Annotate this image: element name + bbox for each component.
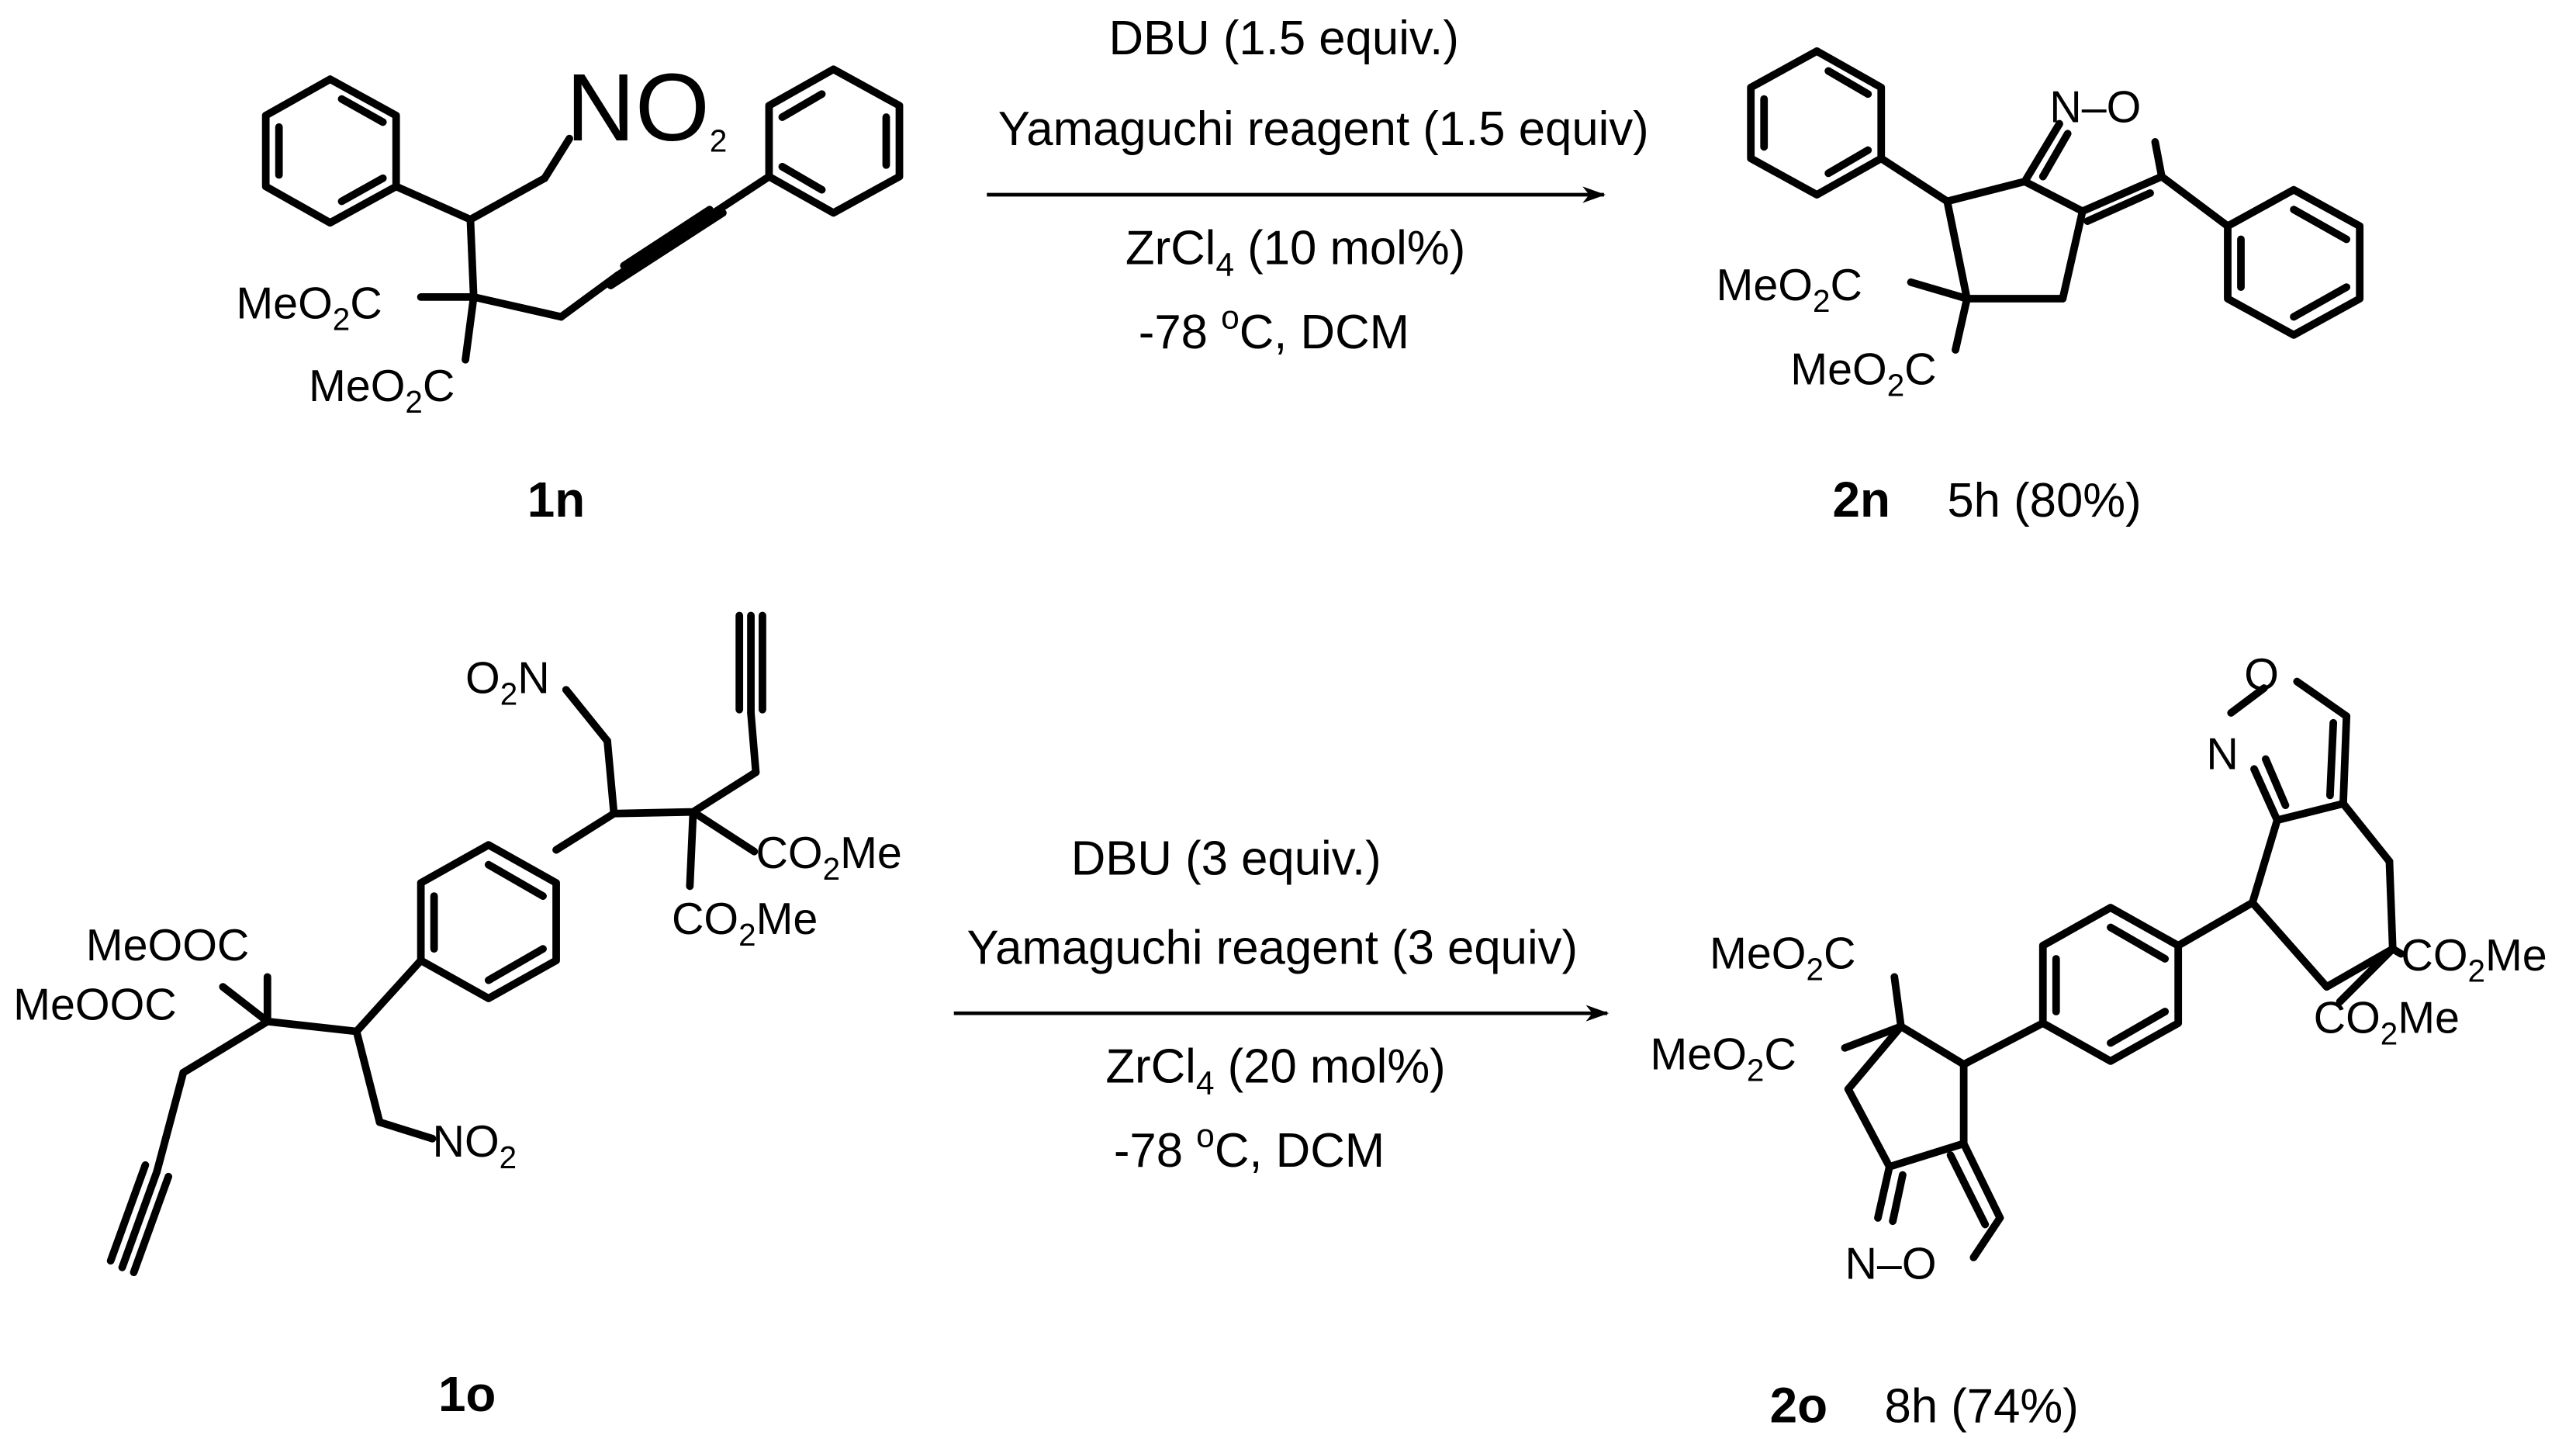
ester-label: MeO2C	[1710, 929, 1855, 988]
ester-label: MeO2C	[1650, 1029, 1796, 1088]
condition-catalyst: ZrCl4 (10 mol%)	[1125, 221, 1465, 283]
ring-nitrogen: N–O	[1845, 1240, 1936, 1289]
condition-catalyst: ZrCl4 (20 mol%)	[1105, 1040, 1445, 1102]
ring-nitrogen: N–O	[2049, 82, 2141, 132]
condition-reagent: Yamaguchi reagent (1.5 equiv)	[998, 102, 1649, 156]
product-2o-labels: O N MeO2C MeO2C CO2Me CO2Me N–O 2o 8h (7…	[1650, 650, 2547, 1434]
compound-id-1n: 1n	[527, 472, 585, 528]
ester-label: CO2Me	[2401, 931, 2547, 989]
benzene-ring	[2038, 904, 2183, 1065]
reaction-result: 5h (80%)	[1947, 474, 2141, 528]
ester-label: MeO2C	[309, 361, 455, 420]
condition-temperature: -78 oC, DCM	[1139, 299, 1409, 359]
ester-label: MeO2C	[1790, 345, 1936, 403]
condition-temperature: -78 oC, DCM	[1114, 1117, 1385, 1178]
ester-label: CO2Me	[2314, 994, 2460, 1052]
ester-label: MeOOC	[86, 921, 250, 970]
ester-label: CO2Me	[672, 894, 818, 953]
reaction-result: 8h (74%)	[1885, 1380, 2079, 1434]
nitro-group: NO2	[566, 54, 728, 161]
substrate-1n-labels: NO2 MeO2C MeO2C 1n	[236, 54, 727, 528]
phenyl-ring	[261, 75, 400, 227]
conditions-reaction-2: DBU (3 equiv.) Yamaguchi reagent (3 equi…	[953, 832, 1610, 1178]
compound-id-2n: 2n	[1833, 472, 1890, 528]
ester-label: MeO2C	[1717, 261, 1862, 319]
product-2n-structure	[1747, 47, 2364, 354]
condition-base: DBU (1.5 equiv.)	[1108, 12, 1458, 65]
nitro-group: NO2	[432, 1117, 517, 1175]
benzene-ring	[417, 841, 560, 1002]
compound-id-2o: 2o	[1770, 1378, 1827, 1434]
substrate-1n-structure	[261, 65, 904, 364]
ester-label: MeOOC	[13, 981, 177, 1030]
ring-nitrogen: N	[2206, 729, 2238, 779]
condition-base: DBU (3 equiv.)	[1071, 832, 1381, 885]
phenyl-ring-right	[765, 65, 904, 217]
substrate-1o-structure	[106, 611, 766, 1277]
phenyl-ring	[1747, 47, 1886, 199]
condition-reagent: Yamaguchi reagent (3 equiv)	[967, 921, 1578, 974]
phenyl-ring-right	[2224, 185, 2364, 339]
product-2o-structure	[1841, 677, 2405, 1261]
compound-id-1o: 1o	[438, 1366, 496, 1422]
ester-label: MeO2C	[236, 279, 382, 337]
conditions-reaction-1: DBU (1.5 equiv.) Yamaguchi reagent (1.5 …	[987, 12, 1649, 359]
product-2n-labels: N–O MeO2C MeO2C 2n 5h (80%)	[1717, 82, 2142, 527]
ester-label: CO2Me	[756, 828, 901, 887]
nitro-group: O2N	[465, 653, 550, 711]
ring-oxygen: O	[2244, 650, 2279, 700]
substrate-1o-labels: O2N CO2Me CO2Me MeOOC MeOOC NO2 1o	[13, 653, 902, 1421]
